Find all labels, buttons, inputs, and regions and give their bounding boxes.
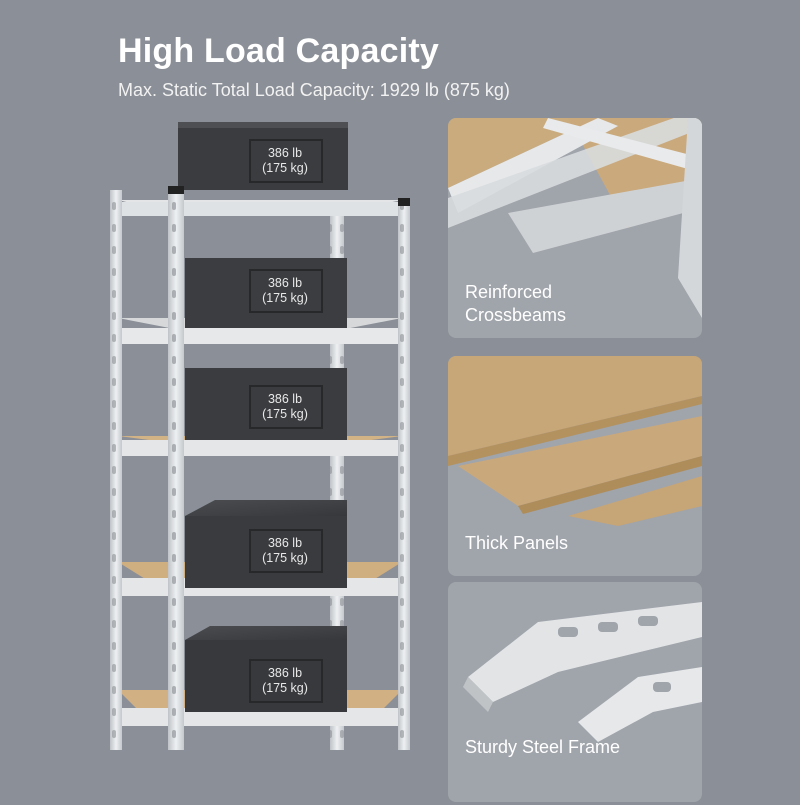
box-5-label: 386 lb (175 kg) bbox=[252, 662, 318, 700]
feature-1-line-1: Reinforced bbox=[465, 282, 553, 302]
box-4-label: 386 lb (175 kg) bbox=[252, 532, 318, 570]
box-3-weight-lb: 386 lb bbox=[267, 392, 303, 406]
box-5-weight-kg: (175 kg) bbox=[262, 681, 308, 695]
feature-3-line-1: Sturdy Steel Frame bbox=[465, 737, 621, 757]
box-4 bbox=[185, 500, 347, 588]
front-left-upright bbox=[110, 190, 122, 750]
feature-1-line-2: Crossbeams bbox=[465, 305, 567, 325]
feature-2-line-1: Thick Panels bbox=[465, 533, 569, 553]
shelving-unit-drawing bbox=[110, 122, 410, 750]
feature-card-steel-frame: Sturdy Steel Frame bbox=[448, 582, 702, 802]
box-2-label: 386 lb (175 kg) bbox=[252, 272, 318, 310]
box-5 bbox=[185, 626, 347, 712]
box-3-weight-kg: (175 kg) bbox=[262, 407, 308, 421]
particleboard-panels-icon bbox=[448, 356, 702, 526]
feature-label-crossbeams: Reinforced Crossbeams bbox=[465, 281, 566, 327]
box-2-weight-kg: (175 kg) bbox=[262, 291, 308, 305]
box-2-weight-lb: 386 lb bbox=[267, 276, 303, 290]
front-mid-upright bbox=[168, 186, 184, 750]
box-5-weight-lb: 386 lb bbox=[267, 666, 303, 680]
steel-angle-frame-icon bbox=[463, 602, 702, 742]
box-3-label: 386 lb (175 kg) bbox=[252, 388, 318, 426]
box-4-weight-lb: 386 lb bbox=[267, 536, 303, 550]
shelf-1 bbox=[114, 200, 406, 216]
feature-card-panels: Thick Panels bbox=[448, 356, 702, 576]
page-title: High Load Capacity bbox=[118, 32, 439, 70]
box-2 bbox=[185, 258, 347, 328]
shelving-unit-image: 386 lb (175 kg) 386 lb (175 kg) 386 lb (… bbox=[110, 122, 410, 750]
box-3 bbox=[185, 368, 347, 440]
page-subtitle: Max. Static Total Load Capacity: 1929 lb… bbox=[118, 80, 510, 100]
box-4-weight-kg: (175 kg) bbox=[262, 551, 308, 565]
feature-label-panels: Thick Panels bbox=[465, 532, 568, 555]
box-1-label: 386 lb (175 kg) bbox=[252, 142, 318, 180]
crossbeam-closeup-icon bbox=[448, 118, 702, 318]
feature-card-crossbeams: Reinforced Crossbeams bbox=[448, 118, 702, 338]
front-right-upright bbox=[398, 198, 410, 750]
box-1 bbox=[178, 122, 348, 190]
feature-label-steel-frame: Sturdy Steel Frame bbox=[465, 736, 620, 759]
box-1-weight-kg: (175 kg) bbox=[262, 161, 308, 175]
box-1-weight-lb: 386 lb bbox=[267, 146, 303, 160]
